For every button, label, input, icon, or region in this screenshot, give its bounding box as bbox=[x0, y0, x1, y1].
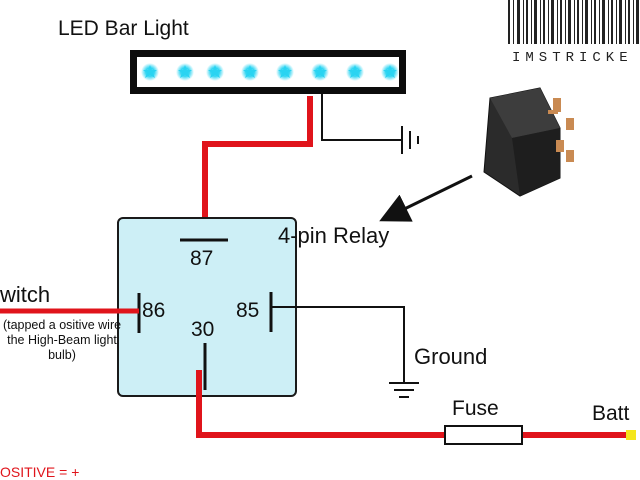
arrow-icon bbox=[379, 174, 473, 222]
switch-note: (tapped a ositive wire the High-Beam lig… bbox=[2, 318, 122, 362]
relay-label: 4-pin Relay bbox=[278, 223, 390, 248]
positive-wire-battery bbox=[196, 370, 626, 438]
barcode-icon bbox=[508, 0, 639, 44]
led-bar-icon bbox=[130, 50, 406, 94]
switch-label: witch bbox=[0, 282, 51, 307]
watermark-text: IMSTRICKE bbox=[512, 50, 633, 66]
ground-label: Ground bbox=[414, 344, 488, 369]
ground-symbol-icon bbox=[401, 126, 419, 154]
led-bar-title: LED Bar Light bbox=[58, 17, 189, 40]
battery-label: Batt bbox=[592, 402, 630, 425]
pin-85-label: 85 bbox=[236, 299, 260, 322]
positive-wire-led bbox=[202, 96, 313, 238]
pin-86-label: 86 bbox=[142, 299, 166, 322]
led-ground-wire bbox=[321, 94, 402, 141]
fuse-label: Fuse bbox=[452, 397, 499, 420]
ground-symbol-icon bbox=[389, 382, 419, 398]
pin-30-label: 30 bbox=[191, 318, 215, 341]
fuse-icon bbox=[444, 425, 523, 445]
battery-terminal bbox=[626, 430, 636, 440]
relay-photo-icon bbox=[483, 87, 574, 197]
legend-text: OSITIVE = + bbox=[0, 464, 80, 480]
ground-wire bbox=[271, 306, 405, 383]
pin-87-label: 87 bbox=[190, 247, 214, 270]
